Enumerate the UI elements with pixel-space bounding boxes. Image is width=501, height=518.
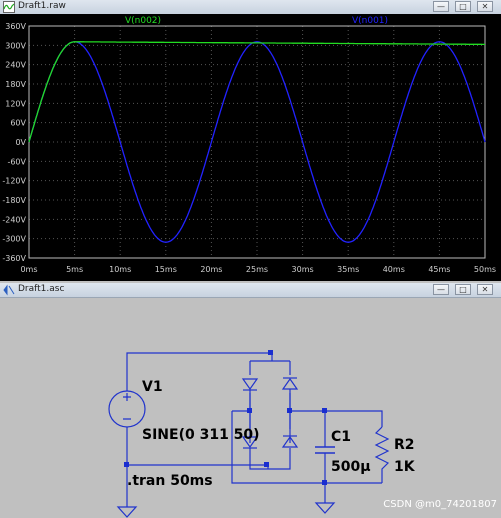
schematic-maximize-button[interactable]: □: [455, 284, 471, 295]
x-tick-label: 5ms: [66, 265, 83, 274]
series-line-v-n001: [28, 41, 486, 243]
y-tick-label: -60V: [7, 157, 26, 166]
y-tick-label: 180V: [5, 80, 26, 89]
c1-value-label: 500μ: [331, 459, 371, 475]
v1-label: V1: [142, 379, 163, 395]
x-tick-label: 20ms: [200, 265, 222, 274]
y-tick-label: 60V: [10, 119, 26, 128]
x-tick-label: 0ms: [20, 265, 37, 274]
wire: [231, 411, 382, 484]
y-tick-label: -300V: [2, 235, 26, 244]
legend-v-n001: V(n001): [352, 16, 388, 26]
y-tick-label: 120V: [5, 99, 26, 108]
waveform-plot-area[interactable]: 0ms 5ms 10ms 15ms 20ms 25ms 30ms 35ms 40ms 45ms 50…: [0, 14, 501, 281]
schematic-window-title: Draft1.asc: [18, 284, 65, 294]
capacitor-c1-symbol: [315, 446, 335, 454]
v1-sine-label: SINE(0 311 50): [142, 427, 260, 443]
wire: [249, 360, 291, 375]
waveform-window: Draft1.raw — □ ✕ 0ms 5ms 10ms 15ms 20ms 25ms 3…: [0, 0, 501, 283]
ground-symbol: [116, 495, 138, 518]
c1-label: C1: [331, 429, 351, 445]
ground-symbol: [314, 495, 336, 514]
x-tick-label: 35ms: [337, 265, 359, 274]
r2-value-label: 1K: [394, 459, 416, 475]
y-tick-label: 0V: [15, 138, 26, 147]
minimize-button[interactable]: —: [433, 1, 449, 12]
y-tick-label: 240V: [5, 61, 26, 70]
x-tick-label: 15ms: [155, 265, 177, 274]
schematic-canvas[interactable]: V1 SINE(0 311 50) .tran 50ms C1 500μ R2 …: [0, 297, 501, 518]
wire: [126, 352, 272, 391]
tran-directive[interactable]: .tran 50ms: [127, 473, 213, 489]
waveform-titlebar[interactable]: Draft1.raw — □ ✕: [0, 0, 501, 15]
waveform-window-title: Draft1.raw: [18, 1, 66, 11]
y-tick-label: -120V: [2, 177, 26, 186]
diode-d4: [281, 435, 299, 448]
y-tick-label: -240V: [2, 215, 26, 224]
schematic-titlebar[interactable]: Draft1.asc — □ ✕: [0, 283, 501, 298]
waveform-chart[interactable]: 0ms 5ms 10ms 15ms 20ms 25ms 30ms 35ms 40ms 45ms 50…: [0, 14, 501, 281]
x-tick-label: 25ms: [246, 265, 268, 274]
x-tick-label: 40ms: [383, 265, 405, 274]
x-tick-label: 45ms: [428, 265, 450, 274]
y-tick-label: -360V: [2, 254, 26, 263]
watermark-text: CSDN @m0_74201807: [383, 499, 497, 510]
x-tick-label: 10ms: [109, 265, 131, 274]
close-button[interactable]: ✕: [477, 1, 493, 12]
resistor-r2-symbol: [374, 426, 390, 483]
y-tick-label: 300V: [5, 41, 26, 50]
schematic-window: Draft1.asc — □ ✕: [0, 283, 501, 518]
x-tick-label: 50ms: [474, 265, 496, 274]
wire: [249, 455, 291, 470]
legend-v-n002: V(n002): [125, 16, 161, 26]
x-tick-label: 30ms: [292, 265, 314, 274]
maximize-button[interactable]: □: [455, 1, 471, 12]
diode-d2: [281, 377, 299, 390]
wire: [290, 410, 383, 427]
schematic-app-icon: [3, 284, 15, 296]
y-tick-label: 360V: [5, 22, 26, 31]
r2-label: R2: [394, 437, 415, 453]
schematic-close-button[interactable]: ✕: [477, 284, 493, 295]
waveform-app-icon: [3, 1, 15, 13]
diode-d1: [241, 378, 259, 391]
y-tick-label: -180V: [2, 196, 26, 205]
series-line-v-n002: [28, 41, 485, 143]
schematic-minimize-button[interactable]: —: [433, 284, 449, 295]
